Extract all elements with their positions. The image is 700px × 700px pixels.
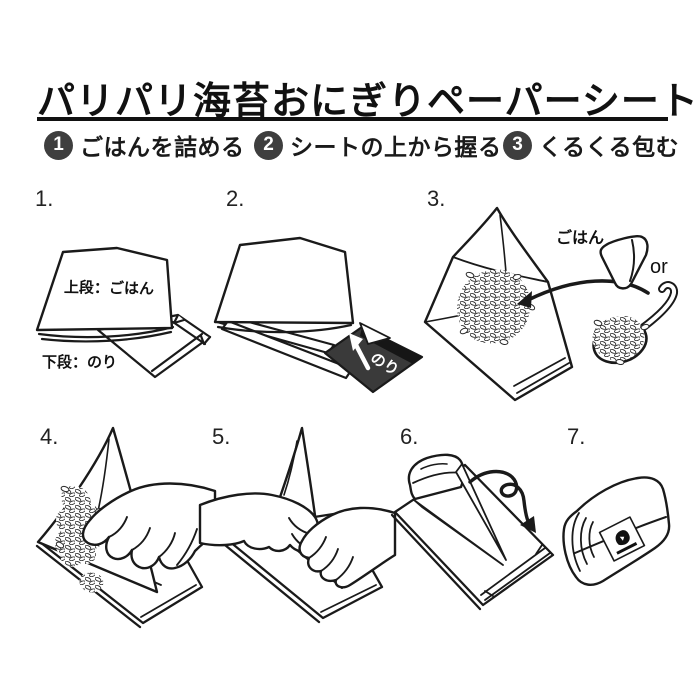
roll-arrow-icon: [468, 469, 536, 533]
step-4-number: 4.: [40, 424, 59, 449]
legend-label-3: くるくる包む: [539, 134, 680, 160]
legend-item-2: 2 シートの上から握る: [254, 130, 502, 160]
rice-label: ごはん: [556, 230, 605, 247]
insert-arrow-icon: [349, 333, 371, 371]
step-7-illustration: [562, 476, 671, 586]
wrapped-onigiri: [407, 453, 507, 566]
lower-sheet-label: 下段：のり: [42, 354, 118, 371]
sheet-stack-edges: [37, 325, 175, 343]
fill-arrow-icon: [517, 279, 650, 308]
rice-on-spoon: [592, 315, 650, 365]
legend-label-2: シートの上から握る: [290, 134, 502, 160]
step-5-number: 5.: [212, 424, 231, 449]
step-2-badge: 2: [254, 130, 283, 160]
step-1-illustration: [35, 246, 212, 379]
step-4-illustration: [35, 426, 217, 629]
rice-in-pouch: [457, 269, 536, 345]
label-text-bar: [616, 542, 638, 555]
top-sheet: [35, 246, 174, 332]
rice-at-edge: [55, 485, 104, 593]
upper-sheet-label: 上段：ごはん: [63, 279, 155, 298]
top-sheet: [213, 236, 355, 334]
page-title: パリパリ海苔おにぎりペーパーシート: [37, 81, 699, 123]
legend-item-1: 1 ごはんを詰める: [44, 130, 245, 160]
step-2-number: 2.: [226, 186, 245, 211]
pressing-hand: [81, 482, 217, 570]
step-3-illustration: [423, 206, 679, 402]
step-3-number: 3.: [427, 186, 446, 211]
step-1-badge: 1: [44, 130, 73, 160]
step-1-number: 1.: [35, 186, 54, 211]
right-hand: [298, 506, 397, 589]
step-6-illustration: [390, 453, 555, 611]
brand-label: [598, 516, 646, 562]
step-6-number: 6.: [400, 424, 419, 449]
legend-label-1: ごはんを詰める: [80, 134, 245, 160]
nori-pouch: [96, 313, 212, 379]
step-3-badge: 3: [503, 130, 532, 160]
step-2-illustration: [213, 236, 424, 394]
onigiri-icon: [599, 235, 649, 290]
nori-sheet: [323, 322, 424, 394]
title-underline: [37, 117, 668, 121]
step-7-number: 7.: [567, 424, 586, 449]
spoon-icon: [592, 281, 679, 365]
step-5-illustration: [198, 426, 397, 624]
legend-item-3: 3 くるくる包む: [503, 130, 679, 160]
pouch-mouth: [215, 313, 354, 380]
or-label: or: [650, 256, 668, 278]
